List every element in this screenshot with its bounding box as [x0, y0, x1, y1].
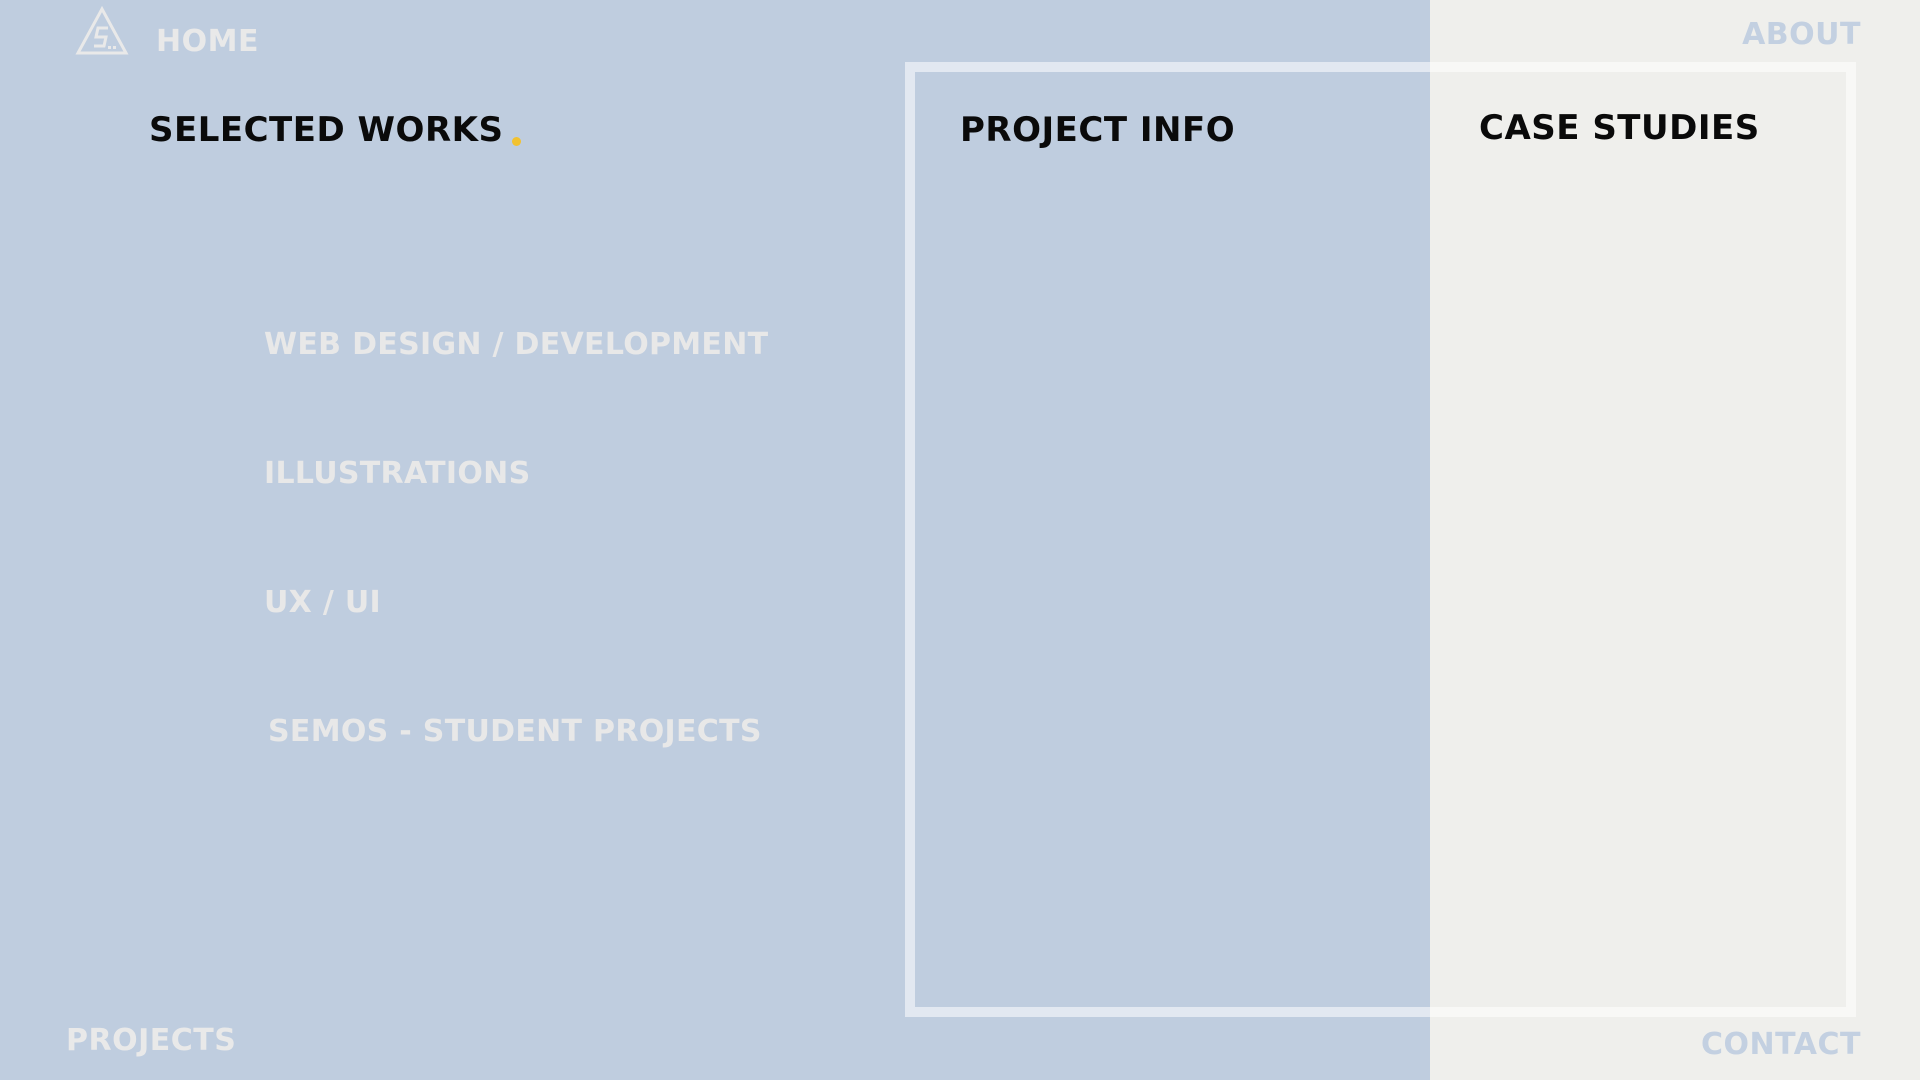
contact-link[interactable]: CONTACT [1701, 1027, 1861, 1062]
category-semos-student-projects[interactable]: SEMOS - STUDENT PROJECTS [268, 714, 762, 749]
category-illustrations[interactable]: ILLUSTRATIONS [264, 456, 531, 491]
home-link[interactable]: HOME [156, 24, 259, 59]
category-web-design[interactable]: WEB DESIGN / DEVELOPMENT [264, 327, 769, 362]
logo-icon[interactable] [74, 6, 130, 56]
project-info-frame [905, 62, 1856, 1017]
about-link[interactable]: ABOUT [1742, 17, 1861, 52]
selected-works-panel [0, 0, 1430, 1080]
selected-works-heading: SELECTED WORKS [149, 110, 504, 150]
case-studies-heading: CASE STUDIES [1479, 108, 1760, 148]
projects-link[interactable]: PROJECTS [66, 1023, 237, 1058]
accent-dot [512, 137, 521, 146]
category-ux-ui[interactable]: UX / UI [264, 585, 381, 620]
project-info-heading: PROJECT INFO [960, 110, 1236, 150]
